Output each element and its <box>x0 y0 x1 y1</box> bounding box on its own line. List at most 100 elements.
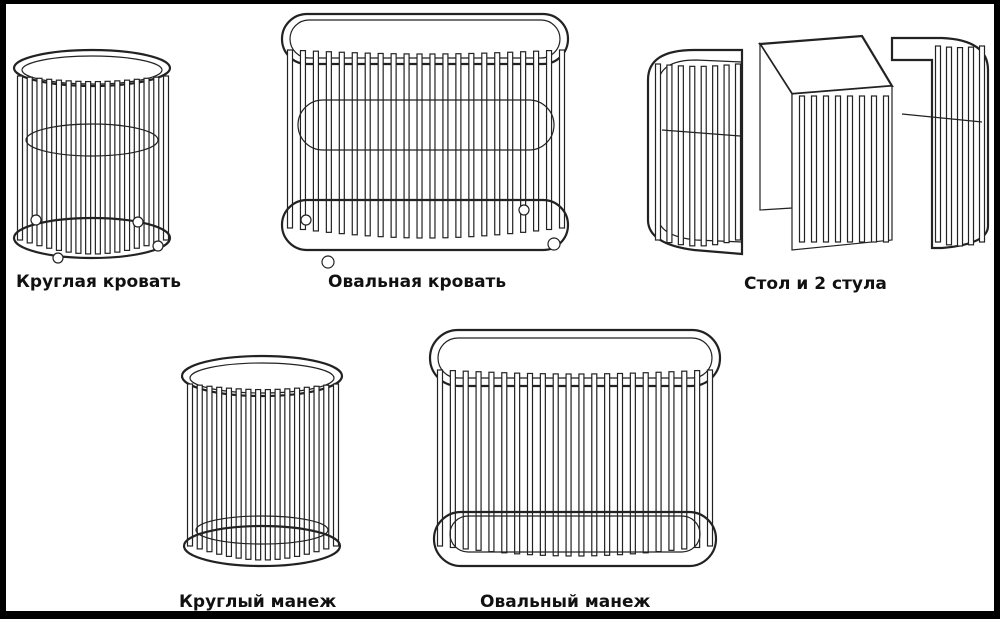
slat <box>403 53 410 239</box>
oval-playpen-floor <box>449 515 701 553</box>
slat <box>94 80 101 255</box>
round-bed-caption: Круглая кровать <box>16 272 182 292</box>
slat <box>264 388 271 561</box>
slat <box>578 373 585 557</box>
slat <box>186 383 194 547</box>
slat <box>351 52 358 236</box>
slat <box>526 372 534 556</box>
table-chairs-caption: Стол и 2 стула <box>744 274 887 294</box>
slat <box>858 95 866 243</box>
slat <box>654 63 662 241</box>
oval-bed-caption: Овальная кровать <box>328 272 507 292</box>
slat <box>206 385 213 553</box>
round-bed-drawing <box>12 48 172 264</box>
slat <box>65 80 72 253</box>
slat <box>55 79 63 252</box>
slat <box>85 80 92 255</box>
slat <box>390 53 397 238</box>
round-playpen-floor <box>195 515 329 545</box>
slat <box>36 77 43 247</box>
slat <box>723 64 730 244</box>
round-bed-base <box>12 216 172 260</box>
slat <box>689 65 696 247</box>
slat <box>967 46 975 246</box>
slat <box>75 80 82 254</box>
slat <box>558 49 566 229</box>
slat <box>956 47 964 247</box>
oval-playpen-caption: Овальный манеж <box>480 592 651 612</box>
slat <box>666 64 673 244</box>
slat <box>123 79 131 252</box>
slat <box>629 372 636 555</box>
slat <box>532 50 540 232</box>
slat <box>514 372 521 555</box>
oval-playpen-slats <box>436 369 714 557</box>
slat <box>416 53 423 239</box>
slat <box>303 386 310 555</box>
slat <box>286 49 294 229</box>
slat <box>822 95 830 243</box>
slat <box>255 388 262 561</box>
slat <box>114 80 121 253</box>
oval-playpen-base <box>432 510 718 568</box>
slat <box>153 76 160 244</box>
slat <box>520 51 527 233</box>
slat <box>734 63 742 241</box>
slat <box>468 52 475 238</box>
round-bed-slats <box>16 75 170 255</box>
slat <box>245 388 252 560</box>
round-bed-wheel <box>30 214 42 226</box>
slat <box>945 46 953 246</box>
slat <box>642 372 649 554</box>
round-playpen-base <box>182 524 342 568</box>
slat <box>436 369 444 547</box>
slat <box>313 385 320 553</box>
slat <box>442 53 449 239</box>
round-bed-wheel <box>52 252 64 264</box>
round-bed-wheel <box>132 216 144 228</box>
slat <box>846 95 854 243</box>
oval-bed-base <box>280 198 570 252</box>
slat <box>870 95 878 243</box>
oval-bed-rim <box>280 12 570 66</box>
slat <box>481 52 488 237</box>
slat <box>488 371 495 553</box>
oval-bed-drawing <box>280 12 570 269</box>
slat <box>501 372 508 554</box>
slat <box>332 383 340 547</box>
slat <box>706 369 714 547</box>
slat <box>338 51 345 235</box>
slat <box>616 372 624 556</box>
slat <box>700 65 707 247</box>
slat <box>196 384 203 550</box>
slat <box>591 373 598 557</box>
slat <box>16 75 24 241</box>
slat <box>312 50 320 232</box>
table-chairs-drawing <box>646 34 990 256</box>
slat <box>834 95 842 243</box>
left-chair <box>646 48 744 256</box>
round-bed-wheel <box>152 240 164 252</box>
slat <box>934 45 942 243</box>
slat <box>449 369 456 549</box>
round-playpen-caption: Круглый манеж <box>179 592 337 612</box>
oval-bed-wheel <box>300 214 312 226</box>
slat <box>133 78 140 249</box>
slat <box>507 51 514 235</box>
slat <box>604 373 611 556</box>
slat <box>694 369 701 549</box>
slat <box>216 386 223 555</box>
slat <box>668 371 675 551</box>
oval-bed-wheel <box>547 237 561 251</box>
slat <box>143 77 150 247</box>
slat <box>26 76 33 244</box>
slat <box>565 373 572 557</box>
slat <box>712 65 719 246</box>
slat <box>978 45 986 243</box>
slat <box>681 370 688 550</box>
slat <box>364 52 371 237</box>
oval-bed-wheel <box>518 204 530 216</box>
slat <box>325 51 332 233</box>
slat <box>677 65 684 246</box>
slat <box>162 75 170 241</box>
